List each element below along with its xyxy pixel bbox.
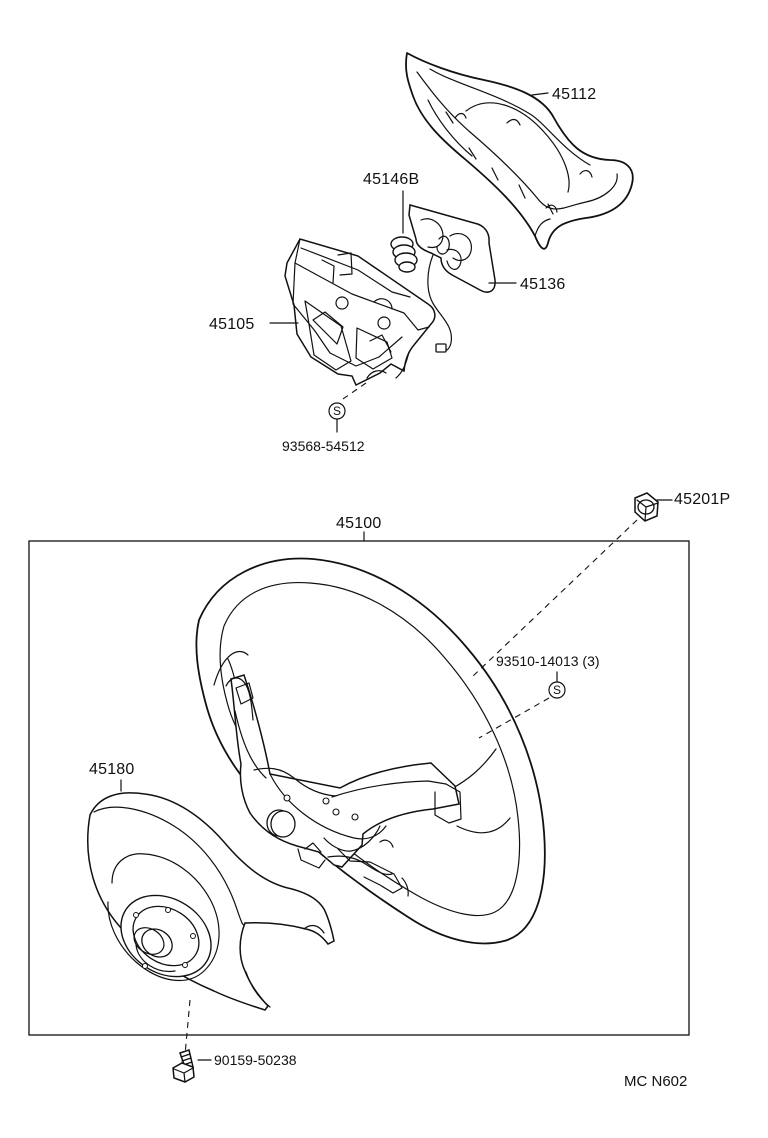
circle-s-symbol-middle: S — [548, 681, 566, 699]
drawing-code: MC N602 — [624, 1073, 687, 1090]
part-label-90159-50238: 90159-50238 — [214, 1052, 297, 1068]
part-label-45136: 45136 — [520, 276, 566, 293]
part-label-93568-54512: 93568-54512 — [282, 438, 365, 454]
circle-s-symbol-top: S — [328, 402, 346, 420]
dashed-leader-nut-to-wheel — [471, 519, 638, 678]
contact-plate-45136 — [408, 204, 496, 353]
part-label-93510-14013: 93510-14013 (3) — [496, 653, 600, 669]
bolt-90159 — [172, 1049, 195, 1083]
horn-pad-45180 — [87, 792, 335, 1011]
dashed-leader-93510 — [478, 697, 550, 739]
spring-45146b — [390, 236, 418, 273]
part-label-45180: 45180 — [89, 761, 135, 778]
part-label-45112: 45112 — [552, 86, 596, 103]
s-symbol-top-text: S — [333, 404, 341, 418]
dashed-leader-93568 — [339, 382, 367, 402]
leader-45112 — [531, 92, 549, 96]
part-label-45100: 45100 — [336, 515, 382, 532]
bracket-45105 — [284, 238, 436, 387]
part-label-45146b: 45146B — [363, 171, 419, 188]
steering-wheel-45100 — [195, 557, 546, 945]
s-symbol-middle-text: S — [553, 683, 561, 697]
assembly-frame-45100 — [28, 540, 690, 1036]
nut-45201p — [634, 492, 659, 522]
part-label-45201p: 45201P — [674, 491, 730, 508]
upper-cover-45112 — [405, 52, 634, 250]
part-label-45105: 45105 — [209, 316, 255, 333]
dashed-leader-90159 — [184, 999, 191, 1056]
